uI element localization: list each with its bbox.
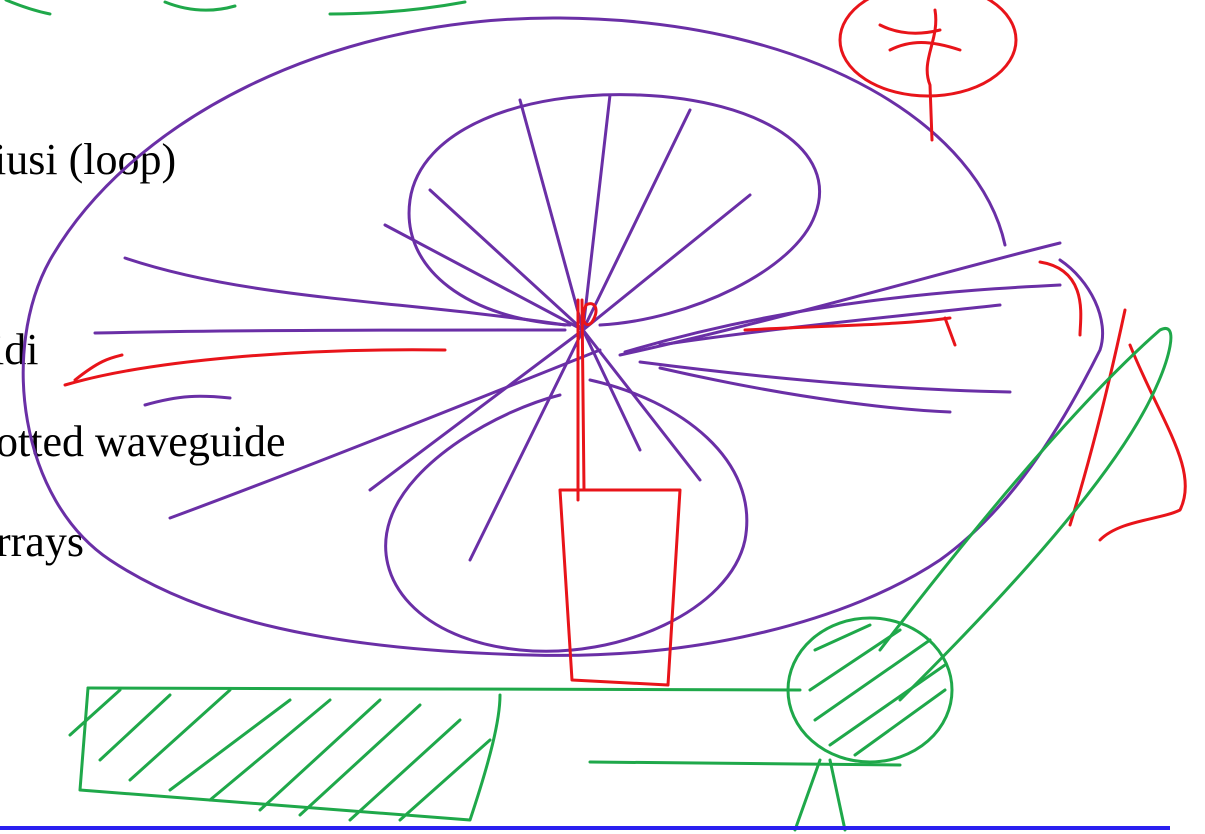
slide-bottom-rule bbox=[0, 826, 1170, 830]
green-ink-top-scribble bbox=[4, 0, 467, 16]
ground-plane bbox=[68, 327, 1173, 832]
slide-text-line-waveguide: otted waveguide bbox=[0, 417, 286, 466]
radiation-pattern-lobe bbox=[21, 16, 1105, 657]
slide-text-line-2: idi bbox=[0, 325, 39, 374]
slide-text-line-loop: iusi (loop) bbox=[0, 135, 177, 184]
dipole-antenna bbox=[63, 0, 1187, 687]
slide-text-line-arrays: rrays bbox=[0, 517, 84, 566]
